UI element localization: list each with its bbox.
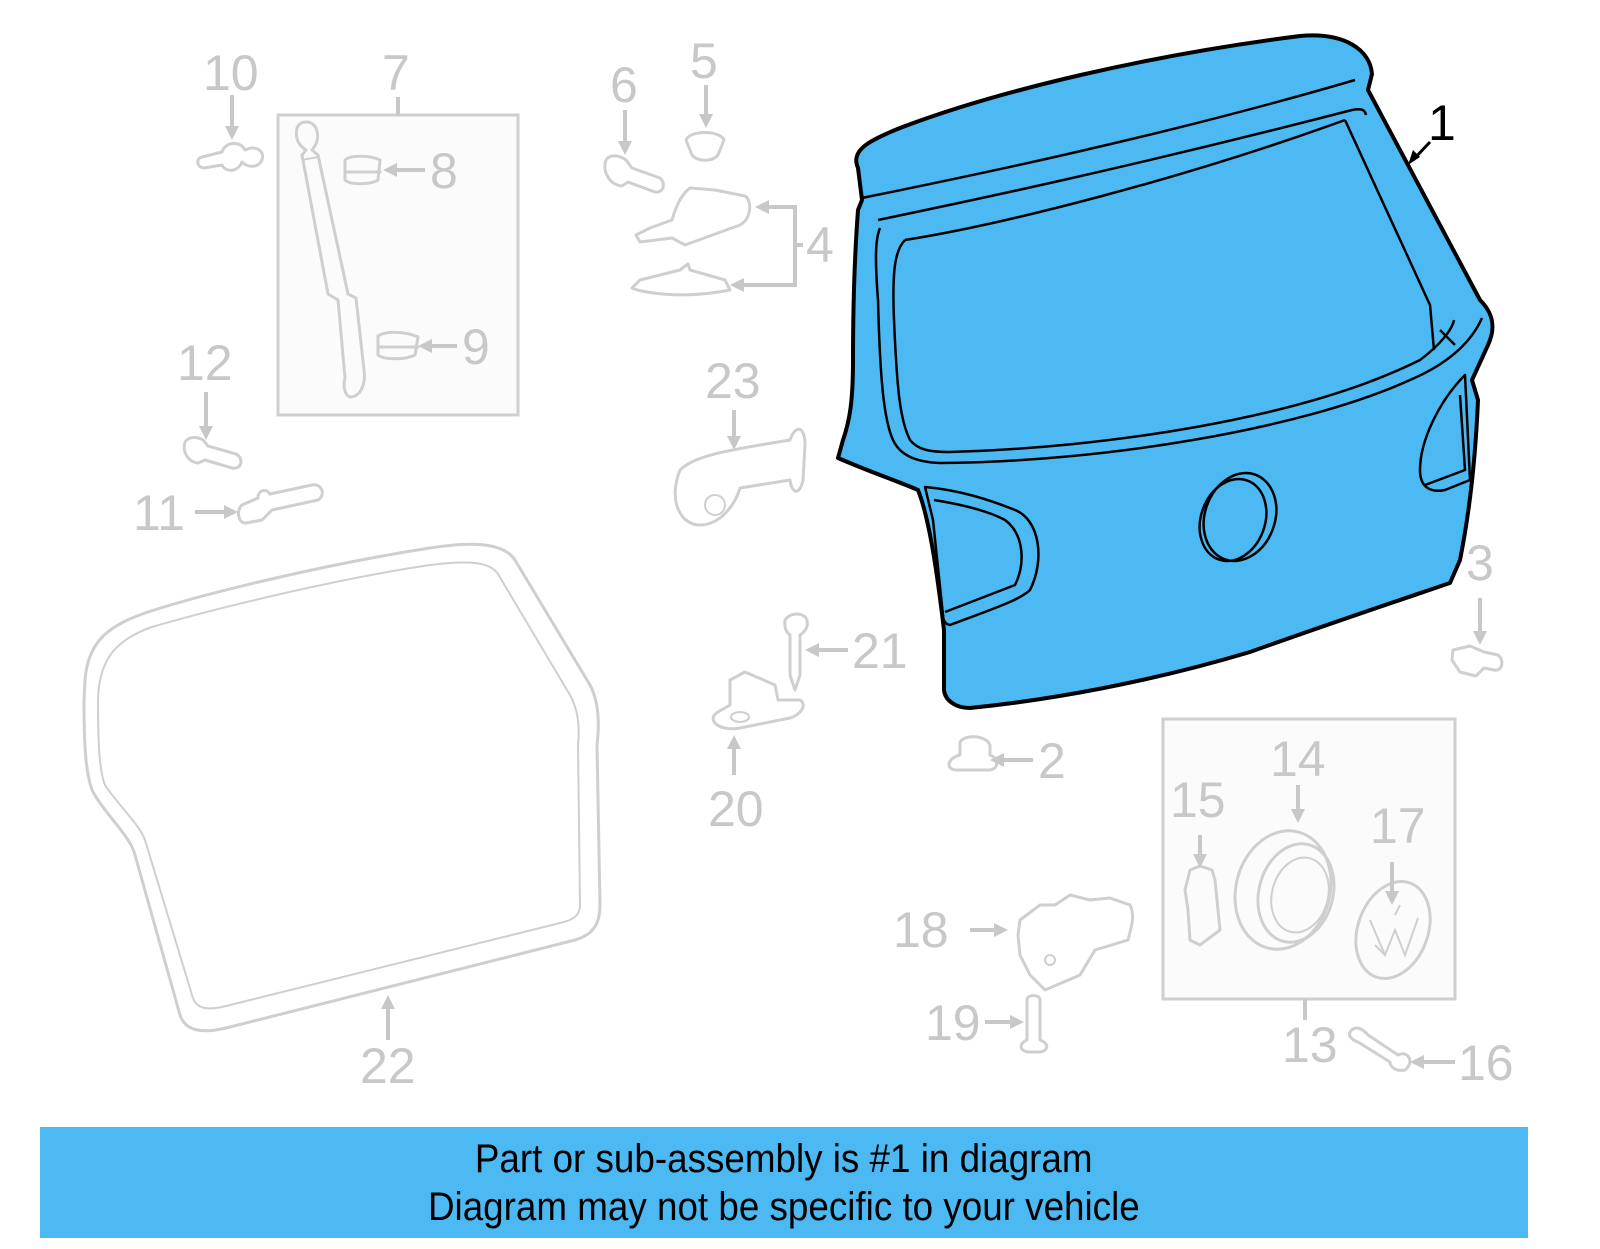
- callout-1: 1: [1408, 95, 1456, 165]
- disclaimer-banner: Part or sub-assembly is #1 in diagram Di…: [40, 1127, 1528, 1238]
- svg-text:20: 20: [708, 781, 764, 837]
- part-10-ball-stud-icon[interactable]: [196, 142, 265, 172]
- part-3-nut-icon[interactable]: [1450, 644, 1504, 678]
- svg-text:1: 1: [1428, 95, 1456, 151]
- svg-text:22: 22: [360, 1038, 416, 1094]
- callout-23: 23: [705, 353, 761, 450]
- svg-text:6: 6: [610, 57, 638, 113]
- svg-text:17: 17: [1370, 798, 1426, 854]
- clip-8-icon: [343, 154, 382, 186]
- callout-17: 17: [1370, 798, 1426, 905]
- part-6-bolt-icon[interactable]: [603, 154, 665, 194]
- callout-10: 10: [203, 45, 259, 140]
- callout-18: 18: [893, 902, 1008, 958]
- callout-21: 21: [805, 623, 908, 679]
- callout-5: 5: [690, 33, 718, 128]
- callout-13: 13: [1282, 1017, 1338, 1073]
- callout-15: 15: [1170, 772, 1226, 868]
- callout-22: 22: [360, 995, 416, 1094]
- svg-text:19: 19: [925, 995, 981, 1051]
- svg-text:9: 9: [462, 319, 490, 375]
- callout-6: 6: [610, 57, 638, 155]
- svg-text:10: 10: [203, 45, 259, 101]
- gas-strut-icon: [294, 120, 366, 399]
- callout-16: 16: [1410, 1035, 1514, 1091]
- callout-19: 19: [925, 995, 1024, 1051]
- svg-text:21: 21: [852, 623, 908, 679]
- part-2-bumper-icon[interactable]: [947, 735, 999, 772]
- svg-text:8: 8: [430, 143, 458, 199]
- part-21-screw-icon[interactable]: [783, 612, 809, 692]
- svg-text:12: 12: [177, 335, 233, 391]
- part-11-bracket-icon[interactable]: [237, 483, 324, 525]
- part-12-bolt-icon[interactable]: [182, 436, 243, 470]
- vw-emblem-17-icon: [1354, 880, 1432, 980]
- callout-4: 4: [730, 200, 834, 292]
- banner-line-part-number: Part or sub-assembly is #1 in diagram: [475, 1136, 1093, 1181]
- svg-text:5: 5: [690, 33, 718, 89]
- part-1-liftgate[interactable]: [836, 33, 1495, 710]
- part-20-striker-icon[interactable]: [711, 670, 805, 731]
- part-18-latch-icon[interactable]: [1016, 893, 1135, 992]
- part-4-hinge-icon[interactable]: [630, 186, 752, 297]
- svg-text:14: 14: [1270, 731, 1326, 787]
- clip-9-icon: [376, 330, 420, 361]
- svg-text:15: 15: [1170, 772, 1226, 828]
- lock-actuator-15-icon: [1183, 864, 1222, 947]
- callout-11: 11: [133, 485, 238, 541]
- part-7-gas-strut-group[interactable]: [276, 97, 520, 417]
- callout-2: 2: [990, 733, 1066, 789]
- part-16-screw-icon[interactable]: [1348, 1026, 1412, 1072]
- callout-9: 9: [418, 319, 490, 375]
- svg-text:16: 16: [1458, 1035, 1514, 1091]
- svg-text:23: 23: [705, 353, 761, 409]
- part-19-bolt-icon[interactable]: [1019, 994, 1049, 1054]
- callout-7: 7: [382, 45, 410, 101]
- part-5-nut-icon[interactable]: [684, 131, 726, 162]
- svg-text:18: 18: [893, 902, 949, 958]
- svg-text:7: 7: [382, 45, 410, 101]
- callout-12: 12: [177, 335, 233, 440]
- svg-text:2: 2: [1038, 733, 1066, 789]
- emblem-housing-14-icon: [1233, 829, 1336, 951]
- banner-line-vehicle-disclaimer: Diagram may not be specific to your vehi…: [428, 1184, 1140, 1229]
- svg-text:11: 11: [133, 485, 185, 541]
- callout-3: 3: [1466, 535, 1494, 645]
- part-23-grommet-icon[interactable]: [673, 427, 807, 527]
- callout-8: 8: [383, 143, 458, 199]
- svg-text:4: 4: [806, 217, 834, 273]
- part-22-weatherstrip[interactable]: [82, 542, 602, 1033]
- svg-text:3: 3: [1466, 535, 1494, 591]
- callout-20: 20: [708, 735, 764, 837]
- svg-text:13: 13: [1282, 1017, 1338, 1073]
- part-13-emblem-group[interactable]: [1161, 717, 1457, 1020]
- callout-14: 14: [1270, 731, 1326, 823]
